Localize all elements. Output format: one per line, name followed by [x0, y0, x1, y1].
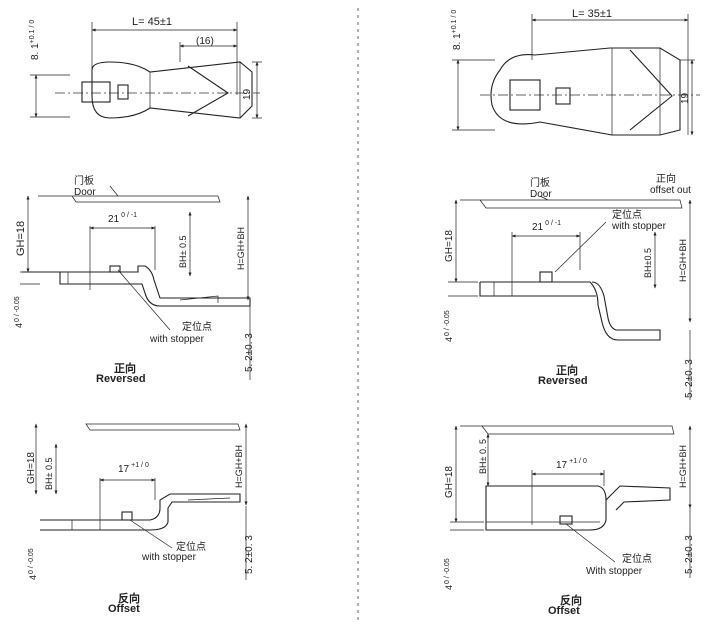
caption-en: Reversed — [96, 373, 146, 385]
part-outline — [91, 61, 253, 119]
dim-h-text: H=GH+BH — [678, 445, 688, 488]
dim-length-text: L= 45±1 — [132, 16, 172, 28]
dim-52-text: 5. 2±0. 3 — [244, 535, 255, 574]
part-outline — [490, 47, 681, 136]
cam-body — [485, 485, 607, 531]
door-label-en: Door — [74, 187, 96, 198]
offset-label-en: offset out — [650, 185, 691, 196]
stopper-label-en: with stopper — [611, 221, 667, 232]
dim-52-text: 5. 2±0. 3 — [684, 535, 695, 574]
dim-length-text: L= 35±1 — [572, 8, 612, 20]
cam-body — [480, 281, 661, 341]
caption-cn: 反向 — [560, 593, 582, 607]
dim-bh-text: BH± 0.5 — [178, 236, 188, 268]
door-label-cn: 门板 — [74, 174, 94, 187]
dim-width-text: 19 — [242, 88, 253, 100]
dim-gh-text: GH=18 — [26, 452, 37, 484]
dim-52-text: 5. 2±0. 3 — [684, 359, 695, 398]
dim-4-text: 40 / -0.05 — [444, 558, 454, 590]
stopper-label-cn: 定位点 — [176, 540, 206, 553]
square-hole — [81, 81, 111, 103]
dim-gh-text: GH=18 — [444, 230, 455, 262]
caption-en: Offset — [108, 603, 140, 615]
stopper-label-cn: 定位点 — [622, 552, 652, 565]
door-label-cn: 门板 — [530, 176, 550, 189]
dim-bh-text: BH±0.5 — [643, 248, 653, 278]
stopper-label-en: with stopper — [141, 552, 197, 563]
stopper-label-en: with stopper — [149, 334, 205, 345]
dim-17-text: 17+1 / 0 — [118, 462, 149, 475]
stopper-label-cn: 定位点 — [612, 208, 642, 221]
left-bot-section: GH=18 BH± 0.5 17+1 / 0 H=GH+BH 定位点 with … — [26, 423, 255, 615]
right-top-plan-view: L= 35±1 8. 1+0.1 / 0 19 — [451, 8, 700, 136]
dim-4-text: 40 / -0.05 — [14, 296, 24, 328]
caption-en: Offset — [548, 605, 580, 617]
dim-gh-text: GH=18 — [444, 466, 455, 498]
dim-52-text: 5. 2±0. 3 — [244, 333, 255, 372]
dim-4-text: 40 / -0.05 — [444, 310, 454, 342]
caption-en: Reversed — [538, 375, 588, 387]
dim-thickness-text: 8. 1+0.1 / 0 — [451, 10, 463, 50]
right-bot-section: GH=18 BH± 0. 5 17+1 / 0 H=GH+BH 定位点 With… — [444, 425, 695, 617]
caption-cn: 反向 — [118, 591, 140, 605]
stopper-label-cn: 定位点 — [182, 320, 212, 333]
small-slot — [555, 87, 571, 105]
dim-gh-text: GH=18 — [15, 221, 27, 256]
dim-4-text: 40 / -0.05 — [28, 548, 38, 580]
cam-body — [22, 265, 251, 307]
dim-width-text: 19 — [680, 92, 691, 104]
caption-cn: 正向 — [114, 361, 136, 375]
small-slot — [117, 84, 129, 100]
offset-label-cn: 正向 — [656, 172, 676, 185]
cam-body — [40, 493, 241, 531]
dim-bh-text: BH± 0.5 — [44, 458, 54, 490]
caption-cn: 正向 — [556, 363, 578, 377]
dim-17-text: 17+1 / 0 — [556, 458, 587, 471]
door-label-en: Door — [530, 189, 552, 200]
dim-bh-text: BH± 0. 5 — [478, 439, 488, 474]
stopper-label-en: With stopper — [586, 566, 643, 577]
dim-thickness-text: 8. 1+0.1 / 0 — [29, 20, 41, 60]
dim-h-text: H=GH+BH — [678, 239, 688, 282]
dim-h-text: H=GH+BH — [236, 227, 246, 270]
left-top-plan-view: L= 45±1 (16) 8. 1+0.1 / 0 19 — [29, 16, 262, 119]
dim-h-text: H=GH+BH — [234, 445, 244, 488]
dim-sub-text: (16) — [196, 36, 214, 47]
